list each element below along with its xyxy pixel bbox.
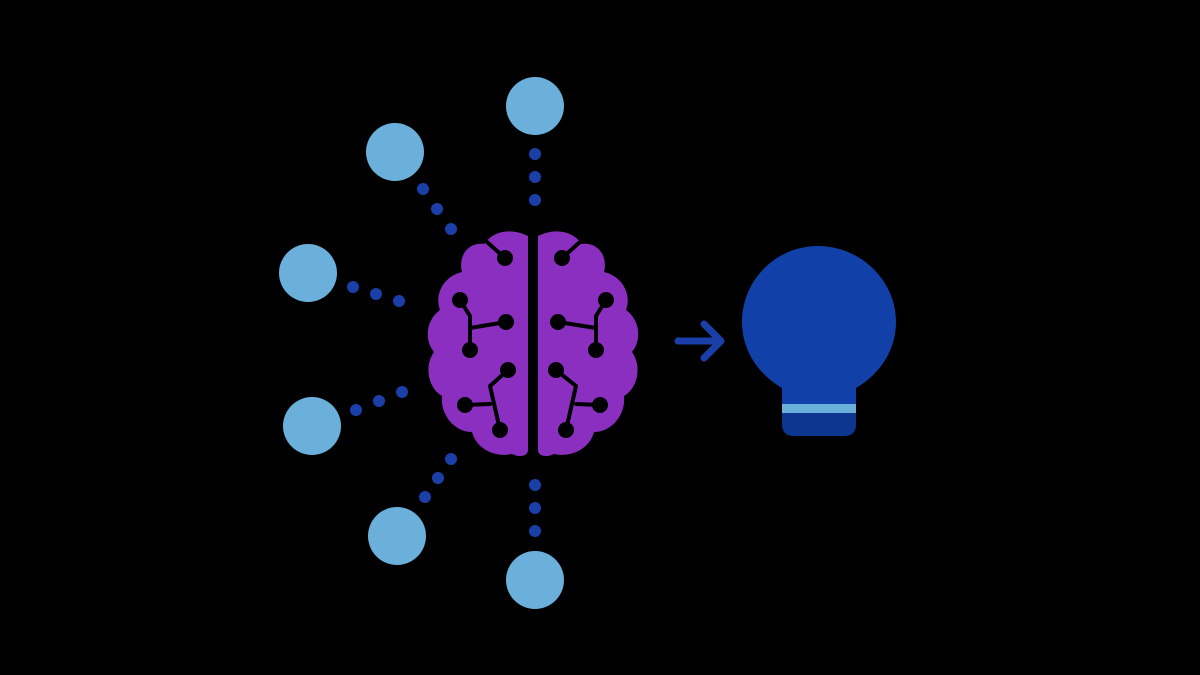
connector-dot: [393, 295, 405, 307]
circuit-node: [588, 342, 604, 358]
connector-dot: [445, 223, 457, 235]
node-upper-left: [366, 123, 424, 181]
connector-bottom: [529, 479, 541, 537]
connector-left-upper: [347, 281, 405, 307]
connector-dot: [529, 479, 541, 491]
node-bottom: [506, 551, 564, 609]
connector-dot: [347, 281, 359, 293]
brain-left-hemisphere: [427, 231, 528, 457]
circuit-node: [497, 250, 513, 266]
connector-dot: [529, 148, 541, 160]
circuit-node: [598, 292, 614, 308]
connector-dot: [419, 491, 431, 503]
connector-lower-left: [419, 453, 457, 503]
circuit-node: [457, 397, 473, 413]
circuit-node: [592, 397, 608, 413]
connector-lines: [347, 148, 541, 537]
node-lower-left: [368, 507, 426, 565]
connector-dot: [529, 171, 541, 183]
connector-dot: [350, 404, 362, 416]
circuit-nodes-right: [548, 250, 614, 438]
arrow-right-icon: [674, 320, 725, 362]
connector-upper-left: [417, 183, 457, 235]
circuit-node: [554, 250, 570, 266]
connector-dot: [370, 288, 382, 300]
lightbulb-glass: [742, 246, 896, 392]
connector-dot: [529, 194, 541, 206]
circuit-node: [492, 422, 508, 438]
connector-dot: [529, 525, 541, 537]
lightbulb-base: [782, 413, 856, 436]
circuit-node: [550, 314, 566, 330]
brain-right-hemisphere: [538, 231, 639, 457]
circuit-node: [548, 362, 564, 378]
connector-dot: [431, 203, 443, 215]
node-left-lower: [283, 397, 341, 455]
circuit-node: [462, 342, 478, 358]
input-nodes: [279, 77, 564, 609]
connector-dot: [373, 395, 385, 407]
connector-dot: [417, 183, 429, 195]
lightbulb-icon: [742, 246, 896, 436]
brain-circuit-icon: [427, 231, 639, 457]
arrow-head: [700, 320, 725, 362]
connector-dot: [396, 386, 408, 398]
circuit-node: [498, 314, 514, 330]
connector-dot: [445, 453, 457, 465]
circuit-node: [500, 362, 516, 378]
node-left-upper: [279, 244, 337, 302]
connector-left-lower: [350, 386, 408, 416]
connector-dot: [432, 472, 444, 484]
lightbulb-band: [782, 404, 856, 413]
connector-top: [529, 148, 541, 206]
lightbulb-neck: [782, 392, 856, 404]
node-top: [506, 77, 564, 135]
circuit-node: [452, 292, 468, 308]
circuit-node: [558, 422, 574, 438]
circuit-nodes-left: [452, 250, 516, 438]
connector-dot: [529, 502, 541, 514]
